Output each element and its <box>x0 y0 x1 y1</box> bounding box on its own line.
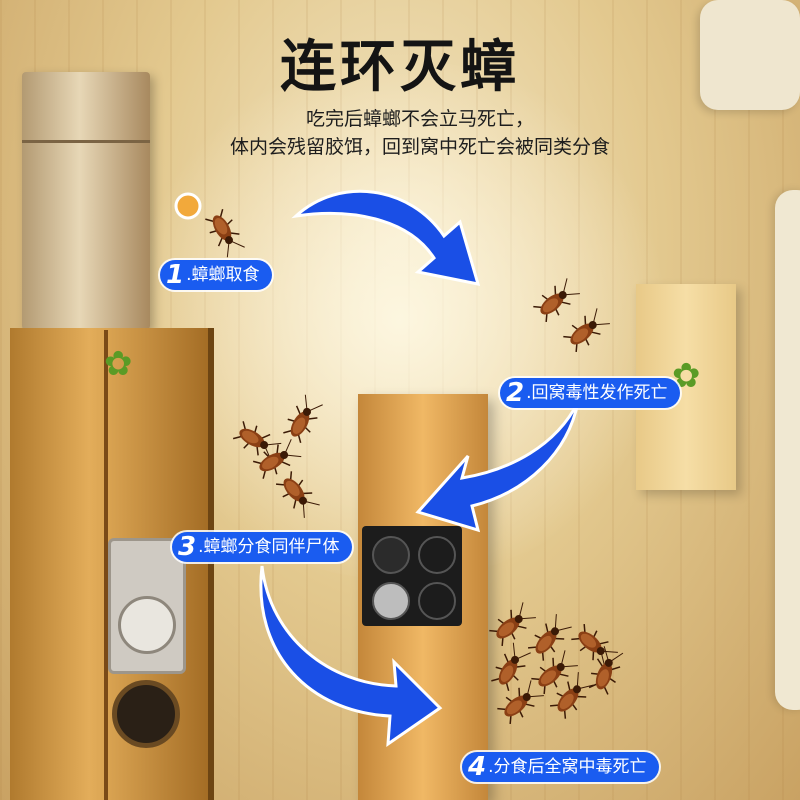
burner <box>372 536 410 574</box>
step-badge-1: 1 .蟑螂取食 <box>160 260 272 290</box>
refrigerator <box>22 72 150 330</box>
trash-bin <box>112 680 180 748</box>
step-label: .分食后全窝中毒死亡 <box>488 757 647 777</box>
cockroach <box>279 392 327 446</box>
step-number: 4 <box>468 752 487 782</box>
refrigerator-divider <box>22 140 150 143</box>
step-badge-2: 2 .回窝毒性发作死亡 <box>500 378 680 408</box>
cockroach <box>494 677 547 727</box>
cockroach <box>486 599 539 649</box>
cooktop <box>362 526 462 626</box>
cockroach <box>585 644 627 697</box>
step-label: .蟑螂分食同伴尸体 <box>198 537 340 557</box>
page-title: 连环灭蟑 <box>280 35 520 100</box>
cockroach <box>530 275 583 325</box>
burner <box>418 536 456 574</box>
pot <box>372 582 410 620</box>
step-badge-3: 3 .蟑螂分食同伴尸体 <box>172 532 352 562</box>
step-number: 1 <box>166 260 185 290</box>
subtitle-line: 体内会残留胶饵，回到窝中死亡会被同类分食 <box>229 136 610 158</box>
arrow-3 <box>259 565 443 748</box>
step-label: .回窝毒性发作死亡 <box>526 383 668 403</box>
bait-dish <box>174 192 202 220</box>
cockroach <box>273 468 323 521</box>
arrow-1 <box>291 189 481 286</box>
cockroach <box>201 206 249 260</box>
burner <box>418 582 456 620</box>
subtitle-line: 吃完后蟑螂不会立马死亡， <box>305 108 534 130</box>
step-number: 3 <box>178 532 197 562</box>
step-badge-4: 4 .分食后全窝中毒死亡 <box>462 752 659 782</box>
step-number: 2 <box>506 378 525 408</box>
arrow-2 <box>415 401 580 533</box>
subtitle: 吃完后蟑螂不会立马死亡， 体内会残留胶饵，回到窝中死亡会被同类分食 <box>0 105 800 161</box>
sofa-side <box>775 190 800 710</box>
counter-edge <box>104 330 108 800</box>
cockroach <box>487 640 535 694</box>
cockroach <box>560 305 613 355</box>
sofa <box>700 0 800 110</box>
plant-icon: ✿ <box>104 344 133 384</box>
cockroach <box>525 611 575 664</box>
step-label: .蟑螂取食 <box>186 265 260 285</box>
sink-bowl <box>118 596 176 654</box>
